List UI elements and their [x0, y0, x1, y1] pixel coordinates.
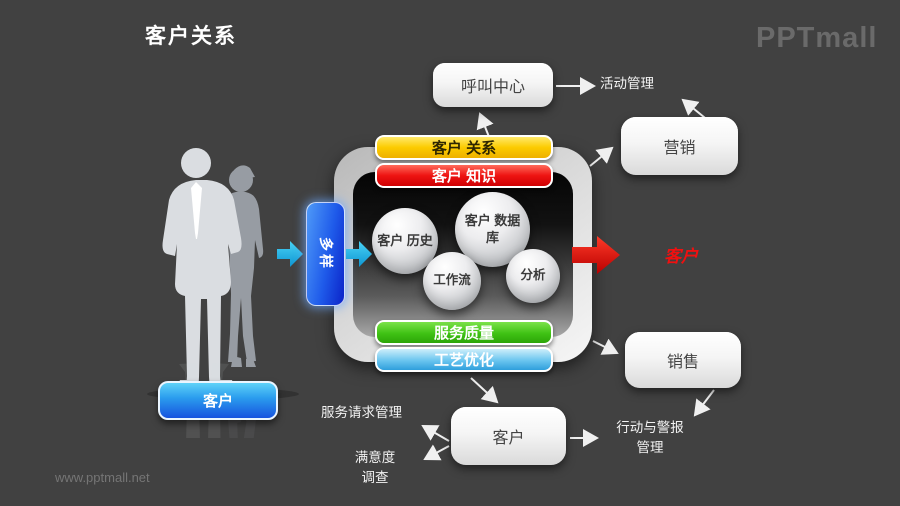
- label-activity-management: 活动管理: [600, 76, 654, 91]
- arrow-customer-to-service: [421, 425, 450, 442]
- arrow-sales-to-action: [693, 389, 715, 417]
- sphere-customer-database-label: 客户 数据库: [464, 213, 521, 245]
- label-action-alert-management: 行动与警报 管理: [608, 418, 692, 457]
- site-watermark: www.pptmall.net: [55, 470, 150, 485]
- arrow-customer-to-satisfaction: [423, 444, 450, 461]
- bar-customer-knowledge[interactable]: 客户 知识: [375, 163, 553, 188]
- cyan-arrow-right: [346, 241, 372, 267]
- bar-customer-relationship[interactable]: 客户 关系: [375, 135, 553, 160]
- sphere-workflow-label: 工作流: [433, 273, 471, 288]
- label-satisfaction-survey: 满意度 调查: [340, 448, 410, 487]
- arrow-box-to-marketing: [589, 146, 614, 167]
- customer-red-label: 客户: [664, 247, 698, 266]
- label-satisfaction-line1: 满意度: [354, 450, 396, 465]
- bar-service-quality[interactable]: 服务质量: [375, 320, 553, 345]
- sphere-customer-history-label: 客户 历史: [377, 232, 433, 248]
- customer-button[interactable]: 客户: [158, 381, 278, 420]
- node-marketing[interactable]: 营销: [621, 117, 738, 175]
- node-sales[interactable]: 销售: [625, 332, 741, 388]
- sphere-analysis[interactable]: 分析: [506, 249, 560, 303]
- sphere-analysis-label: 分析: [520, 268, 546, 283]
- cyan-arrow-left: [277, 241, 303, 267]
- bar-process-optimization[interactable]: 工艺优化: [375, 347, 553, 372]
- pptmall-logo: PPTmall: [756, 22, 878, 54]
- label-satisfaction-line2: 调查: [361, 469, 389, 485]
- channel-tab[interactable]: 多样: [306, 202, 345, 306]
- sphere-workflow[interactable]: 工作流: [423, 252, 481, 310]
- label-action-line2: 管理: [636, 439, 664, 455]
- red-output-arrow: [572, 236, 620, 274]
- node-call-center[interactable]: 呼叫中心: [433, 63, 553, 107]
- label-service-request: 服务请求管理: [321, 405, 402, 420]
- channel-tab-label: 多样: [317, 237, 334, 271]
- page-title: 客户关系: [145, 25, 237, 48]
- node-customer[interactable]: 客户: [451, 407, 566, 465]
- sphere-customer-history[interactable]: 客户 历史: [372, 208, 438, 274]
- label-action-line1: 行动与警报: [616, 420, 684, 435]
- arrow-box-to-sales: [592, 338, 619, 355]
- arrow-box-to-customer-node: [470, 377, 499, 404]
